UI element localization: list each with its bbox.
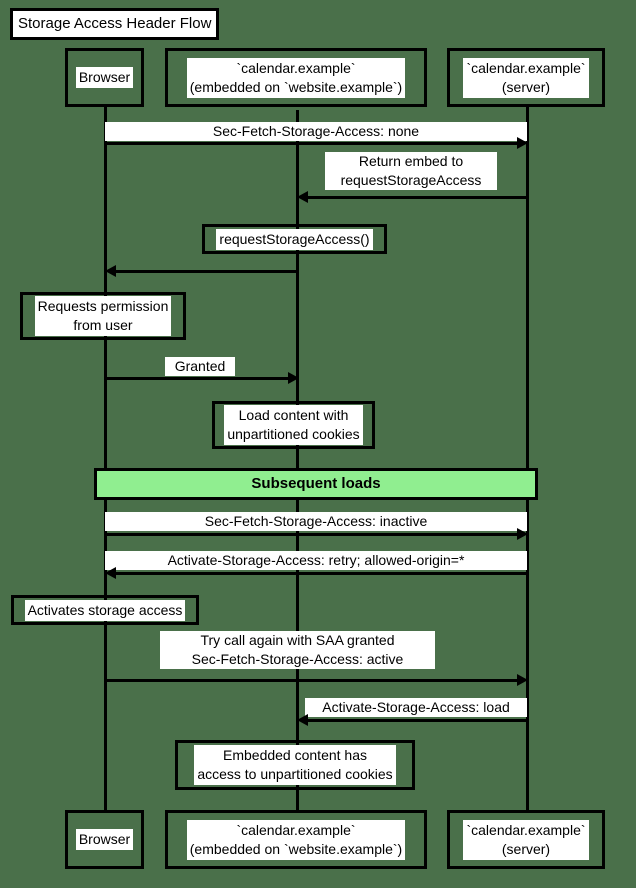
diagram-title: Storage Access Header Flow	[13, 11, 217, 37]
note-activates-storage-access: Activates storage access	[11, 595, 199, 625]
message-line-try-call-again	[105, 679, 519, 682]
arrow-head-left-icon	[297, 714, 308, 726]
arrow-head-right-icon	[517, 528, 528, 540]
note-embedded-content-access: Embedded content has access to unpartiti…	[175, 740, 415, 790]
participant-browser-top[interactable]: Browser	[65, 48, 144, 107]
participant-browser-bottom[interactable]: Browser	[65, 810, 144, 869]
message-label-return-embed: Return embed to requestStorageAccess	[325, 152, 497, 190]
arrow-head-left-icon	[105, 265, 116, 277]
participant-browser-top-label: Browser	[75, 67, 134, 88]
message-label-granted: Granted	[165, 357, 235, 376]
lifeline-embed	[296, 110, 299, 810]
participant-server-top[interactable]: `calendar.example` (server)	[447, 48, 605, 107]
arrow-head-right-icon	[517, 137, 528, 149]
note-load-content: Load content with unpartitioned cookies	[212, 401, 375, 449]
message-line-activate-load	[305, 719, 527, 722]
participant-embed-top[interactable]: `calendar.example` (embedded on `website…	[165, 48, 427, 107]
arrow-head-left-icon	[297, 191, 308, 203]
message-label-sec-fetch-inactive: Sec-Fetch-Storage-Access: inactive	[105, 512, 527, 531]
arrow-head-right-icon	[517, 674, 528, 686]
participant-server-bottom-label: `calendar.example` (server)	[463, 819, 589, 860]
lifeline-browser	[104, 107, 107, 810]
message-line-sec-fetch-inactive	[105, 533, 519, 536]
note-embedded-content-access-label: Embedded content has access to unpartiti…	[194, 745, 396, 785]
message-label-activate-retry: Activate-Storage-Access: retry; allowed-…	[105, 551, 527, 570]
note-activates-storage-access-label: Activates storage access	[24, 599, 186, 621]
message-line-activate-retry	[113, 572, 527, 575]
participant-browser-bottom-label: Browser	[75, 829, 134, 850]
divider-subsequent-loads-label: Subsequent loads	[251, 475, 381, 492]
message-line-sec-fetch-none	[105, 142, 519, 145]
participant-embed-bottom-label: `calendar.example` (embedded on `website…	[186, 819, 406, 860]
note-load-content-label: Load content with unpartitioned cookies	[224, 405, 363, 445]
message-line-return-embed	[305, 196, 527, 199]
note-request-storage-access: requestStorageAccess()	[202, 224, 387, 254]
participant-server-top-label: `calendar.example` (server)	[463, 57, 589, 98]
message-label-activate-load: Activate-Storage-Access: load	[305, 698, 527, 717]
arrow-head-left-icon	[105, 567, 116, 579]
participant-server-bottom[interactable]: `calendar.example` (server)	[447, 810, 605, 869]
note-request-storage-access-label: requestStorageAccess()	[216, 228, 373, 250]
message-label-sec-fetch-none: Sec-Fetch-Storage-Access: none	[105, 122, 527, 141]
diagram-title-box: Storage Access Header Flow	[10, 8, 220, 40]
participant-embed-bottom[interactable]: `calendar.example` (embedded on `website…	[165, 810, 427, 869]
note-requests-permission-label: Requests permission from user	[34, 296, 172, 336]
arrow-head-right-icon	[288, 372, 299, 384]
participant-embed-top-label: `calendar.example` (embedded on `website…	[186, 57, 406, 98]
note-requests-permission: Requests permission from user	[20, 292, 186, 340]
message-line-granted	[105, 377, 290, 380]
message-line-rsa-to-browser	[113, 270, 298, 273]
message-label-try-call-again: Try call again with SAA granted Sec-Fetc…	[160, 631, 435, 669]
lifeline-server	[526, 107, 529, 810]
divider-subsequent-loads: Subsequent loads	[94, 468, 538, 500]
